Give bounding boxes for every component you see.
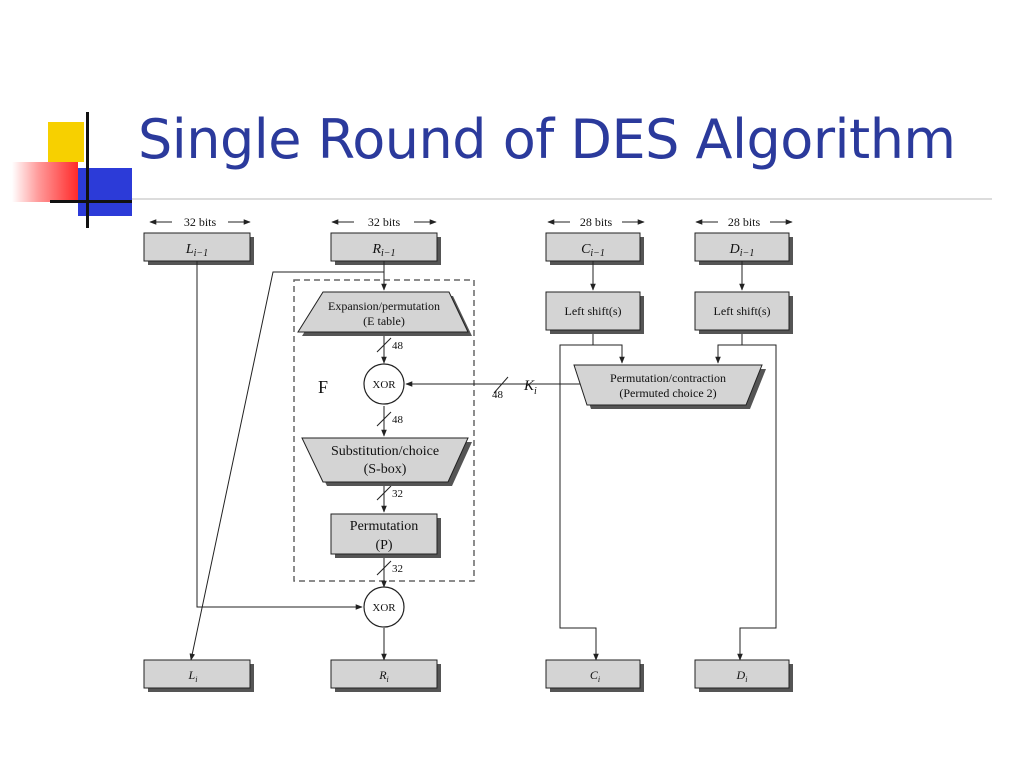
svg-text:Di−1: Di−1 <box>729 242 755 259</box>
svg-text:XOR: XOR <box>372 602 396 614</box>
svg-text:Expansion/permutation: Expansion/permutation <box>328 299 440 313</box>
svg-text:(E table): (E table) <box>363 314 405 328</box>
svg-text:(P): (P) <box>375 538 392 553</box>
register-d-prev: Di−1 <box>694 232 793 265</box>
register-c-prev: Ci−1 <box>545 232 644 265</box>
svg-text:28 bits: 28 bits <box>580 215 613 229</box>
register-r-prev: Ri−1 <box>330 232 441 265</box>
svg-text:(S-box): (S-box) <box>364 462 407 477</box>
bus-width-after-xor: 48 <box>392 414 404 426</box>
bus-width-after-sbox: 32 <box>392 488 403 500</box>
svg-text:Ci−1: Ci−1 <box>581 242 605 259</box>
permutation-p-block: Permutation (P) <box>330 513 441 558</box>
width-label-d: 28 bits <box>695 215 793 229</box>
svg-text:Left shift(s): Left shift(s) <box>714 304 771 318</box>
svg-text:Ci: Ci <box>590 668 600 684</box>
bus-width-after-permutation: 32 <box>392 563 403 575</box>
svg-text:Li: Li <box>188 668 198 684</box>
svg-text:Substitution/choice: Substitution/choice <box>331 444 439 459</box>
svg-text:Di: Di <box>736 668 748 684</box>
svg-text:32 bits: 32 bits <box>184 215 217 229</box>
svg-text:Ri: Ri <box>378 668 389 684</box>
bus-width-slashes <box>376 337 509 576</box>
xor-f-operator: XOR <box>363 363 405 405</box>
svg-text:(Permuted choice 2): (Permuted choice 2) <box>619 386 716 400</box>
svg-text:Left shift(s): Left shift(s) <box>565 304 622 318</box>
left-shift-c-block: Left shift(s) <box>545 291 644 334</box>
svg-text:28 bits: 28 bits <box>728 215 761 229</box>
svg-text:Permutation: Permutation <box>350 519 418 534</box>
width-label-right: 32 bits <box>331 215 437 229</box>
round-key-label: Ki <box>523 378 537 397</box>
expansion-permutation-block: Expansion/permutation (E table) <box>297 291 472 336</box>
svg-text:Permutation/contraction: Permutation/contraction <box>610 371 726 385</box>
f-function-label: F <box>318 377 328 397</box>
register-d-next: Di <box>694 659 793 692</box>
svg-text:Li−1: Li−1 <box>185 242 208 259</box>
permuted-choice-2-block: Permutation/contraction (Permuted choice… <box>573 364 766 409</box>
register-l-prev: Li−1 <box>143 232 254 265</box>
slide-title: Single Round of DES Algorithm <box>138 108 956 171</box>
register-c-next: Ci <box>545 659 644 692</box>
connector-lines <box>189 261 777 661</box>
svg-text:32 bits: 32 bits <box>368 215 401 229</box>
register-r-next: Ri <box>330 659 441 692</box>
left-shift-d-block: Left shift(s) <box>694 291 793 334</box>
svg-text:Ri−1: Ri−1 <box>371 242 395 259</box>
bus-width-after-expansion: 48 <box>392 340 404 352</box>
logo-decoration <box>0 0 140 240</box>
width-label-c: 28 bits <box>547 215 645 229</box>
width-label-left: 32 bits <box>149 215 251 229</box>
title-underline <box>132 198 992 200</box>
bus-width-key: 48 <box>492 389 504 401</box>
substitution-sbox-block: Substitution/choice (S-box) <box>301 437 472 486</box>
register-l-next: Li <box>143 659 254 692</box>
svg-text:XOR: XOR <box>372 379 396 391</box>
xor-output-operator: XOR <box>363 586 405 628</box>
